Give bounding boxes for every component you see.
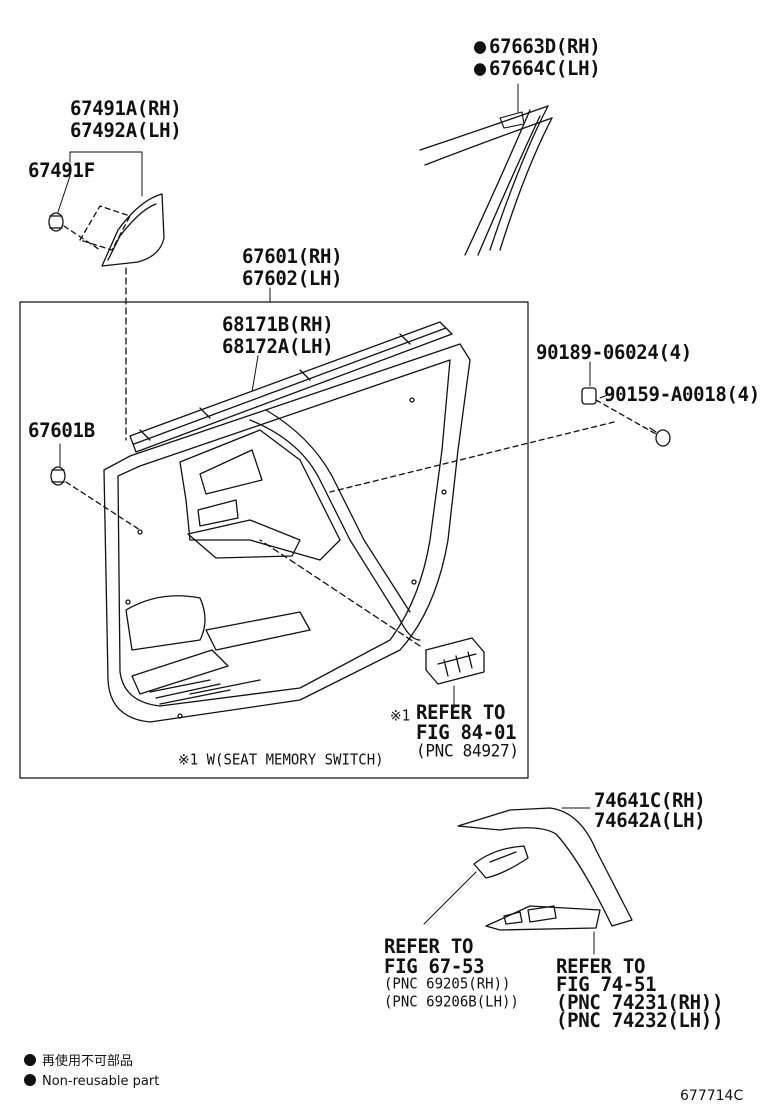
nut-label: 90189-06024(4) [536,340,692,365]
fastener-lh-label: 67664C(LH) [474,57,601,80]
switch-ref-mark: ※1 [390,708,411,725]
door-trim-frame-box [19,301,529,779]
door-trim-panel [103,343,471,723]
armrest-upper-panel [457,807,633,927]
inside-handle [473,845,529,879]
window-ref-line3: (PNC 74231(RH)) [556,990,724,1015]
garnish-clip [48,212,64,232]
switch-note: ※1 W(SEAT MEMORY SWITCH) [178,752,384,769]
legend-item-jp: 再使用不可部品 [24,1054,133,1069]
corner-garnish [79,193,165,267]
armrest-rh-label: 74641C(RH) [594,788,706,813]
legend-item-en: Non-reusable part [24,1074,159,1089]
window-ref-line4: (PNC 74232(LH)) [556,1008,724,1033]
nut [581,387,597,405]
garnish-clip-label: 67491F [28,158,95,183]
panel-rh-label: 67601(RH) [242,244,343,269]
switch-ref-line3: (PNC 84927) [416,740,519,761]
switch-ref-line2: FIG 84-01 [416,720,517,745]
window-ref-line2: FIG 74-51 [556,972,657,997]
figure-number: 677714C [680,1088,744,1104]
legend-text-en: Non-reusable part [42,1074,160,1089]
panel-clip [50,466,66,486]
armrest-lh-label: 74642A(LH) [594,808,706,833]
window-ref-line1: REFER TO [556,954,646,979]
non-reusable-bullet-icon [24,1074,36,1086]
handle-ref-line1: REFER TO [384,934,474,959]
weatherstrip [129,321,453,453]
handle-ref-line3: (PNC 69205(RH)) [384,976,511,993]
non-reusable-bullet-icon [24,1054,36,1066]
handle-ref-line2: FIG 67-53 [384,954,485,979]
door-frame-outline [419,105,553,256]
weatherstrip-rh-label: 68171B(RH) [222,312,334,337]
screw [649,427,671,447]
panel-lh-label: 67602(LH) [242,266,343,291]
screw-label: 90159-A0018(4) [604,382,760,407]
fastener-rh-label: 67663D(RH) [474,35,601,58]
panel-clip-label: 67601B [28,418,95,443]
handle-ref-line4: (PNC 69206B(LH)) [384,994,519,1011]
seat-memory-switch [425,637,485,685]
power-window-switch [485,905,601,931]
garnish-lh-label: 67492A(LH) [70,118,182,143]
switch-ref-line1: REFER TO [416,700,506,725]
garnish-rh-label: 67491A(RH) [70,96,182,121]
legend-text-jp: 再使用不可部品 [42,1054,134,1069]
weatherstrip-lh-label: 68172A(LH) [222,334,334,359]
